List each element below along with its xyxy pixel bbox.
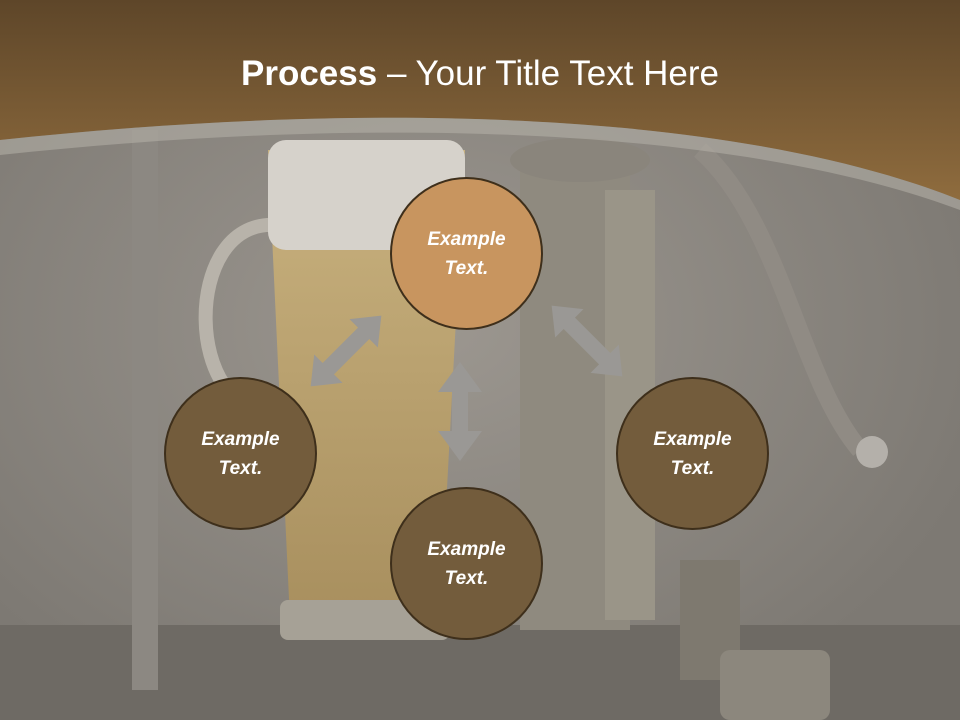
- node-text-line1: Example: [653, 428, 732, 450]
- title-bold: Process: [241, 54, 378, 93]
- diagonal-double-arrow-right: [551, 305, 623, 377]
- process-node-right: Example Text.: [616, 377, 769, 530]
- vertical-double-arrow: [438, 362, 482, 461]
- node-text-line2: Text.: [218, 457, 263, 479]
- process-node-top: Example Text.: [390, 177, 543, 330]
- process-node-left: Example Text.: [164, 377, 317, 530]
- process-node-bottom: Example Text.: [390, 487, 543, 640]
- title-separator: –: [377, 54, 416, 93]
- node-text-line1: Example: [427, 228, 506, 250]
- node-text-line2: Text.: [444, 257, 489, 279]
- node-text-line2: Text.: [670, 457, 715, 479]
- node-text-line1: Example: [427, 538, 506, 560]
- node-text-line2: Text.: [444, 567, 489, 589]
- title-rest: Your Title Text Here: [415, 54, 720, 93]
- node-text-line1: Example: [201, 428, 280, 450]
- slide-title: Process – Your Title Text Here: [0, 52, 960, 96]
- diagonal-double-arrow-left: [310, 315, 382, 387]
